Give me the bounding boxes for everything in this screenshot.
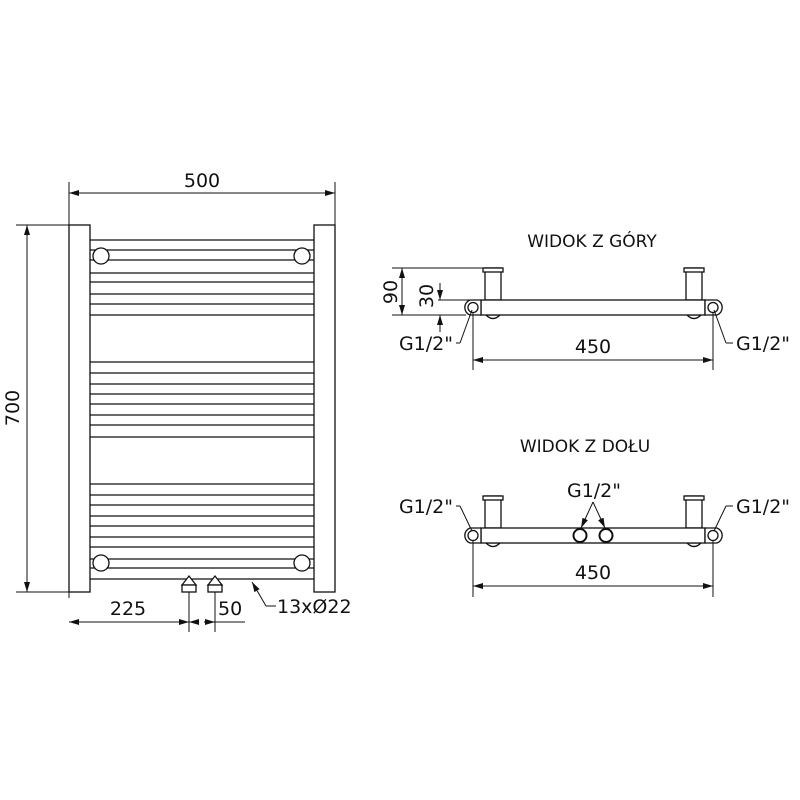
left-offset-dim-label: 225 <box>110 598 146 620</box>
bottom-center-connection-right <box>598 528 614 543</box>
bottom-spacing-dim-label: 450 <box>575 562 611 584</box>
width-dim-label: 500 <box>184 170 220 192</box>
mount-circle-bottom-right <box>293 554 311 572</box>
bottom-tube <box>480 527 706 544</box>
top-left-connection-label: G1/2" <box>399 333 453 355</box>
height-dimension: 700 <box>2 224 90 593</box>
depth-dim-label: 90 <box>380 280 402 304</box>
top-tube <box>480 299 706 316</box>
bottom-bracket-right <box>685 495 703 529</box>
connection-dimensions: 225 50 <box>69 598 245 625</box>
mount-circle-top-right <box>293 247 311 265</box>
left-post <box>68 224 91 593</box>
offset-dim-label: 30 <box>416 284 438 308</box>
bottom-right-connection-label: G1/2" <box>736 496 790 518</box>
top-bracket-left <box>484 267 502 301</box>
connection-spacing-dim-label: 50 <box>218 598 242 620</box>
tubes-leader: 13xØ22 <box>251 581 352 618</box>
mount-circle-bottom-left <box>92 554 110 572</box>
bottom-bracket-left <box>484 495 502 529</box>
bottom-view-title: WIDOK Z DOŁU <box>520 437 650 457</box>
front-view: 500 700 <box>2 170 352 632</box>
bottom-view: WIDOK Z DOŁU G1/2" G1/2" G1/2" 450 <box>399 437 790 597</box>
bottom-connection-right <box>206 574 224 632</box>
top-view: WIDOK Z GÓRY 90 30 G1/2" G1/2" <box>380 230 790 370</box>
top-spacing-dim-label: 450 <box>575 336 611 358</box>
rails <box>90 239 314 580</box>
height-dim-label: 700 <box>2 390 24 426</box>
bottom-center-connection-label: G1/2" <box>567 480 621 502</box>
top-right-connection-label: G1/2" <box>736 333 790 355</box>
bottom-connection-left <box>180 574 198 632</box>
mount-circle-top-left <box>92 247 110 265</box>
top-bracket-right <box>685 267 703 301</box>
bottom-left-connection-label: G1/2" <box>399 496 453 518</box>
bottom-center-connection-left <box>572 528 588 543</box>
top-view-title: WIDOK Z GÓRY <box>527 230 657 252</box>
tubes-label: 13xØ22 <box>277 596 352 618</box>
right-post <box>313 224 336 593</box>
